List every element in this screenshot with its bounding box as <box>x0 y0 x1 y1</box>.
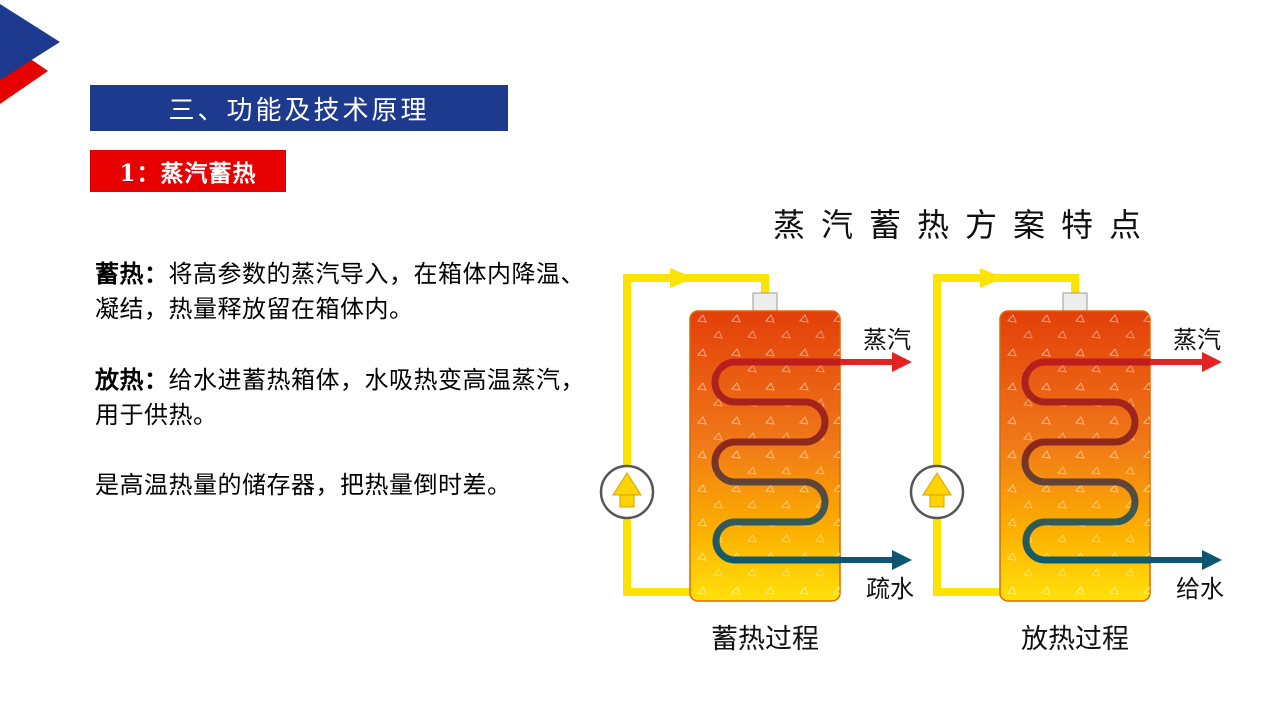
drain-label: 疏水 <box>866 575 914 603</box>
corner-blue-chevron-icon <box>0 4 60 80</box>
steam-label: 蒸汽 <box>1173 326 1221 354</box>
tank-nozzle <box>752 292 778 314</box>
steam-arrow-icon <box>1202 352 1222 372</box>
paragraph-summary: 是高温热量的储存器，把热量倒时差。 <box>95 468 603 503</box>
diagram-title: 蒸汽蓄热方案特点 <box>772 206 1157 244</box>
tank-nozzle <box>1062 292 1088 314</box>
paragraph-summary-text: 是高温热量的储存器，把热量倒时差。 <box>95 471 512 499</box>
steam-arrow-icon <box>892 352 912 372</box>
feedwater-label: 给水 <box>1176 575 1224 603</box>
pump-arrow-icon <box>612 472 642 508</box>
steam-label: 蒸汽 <box>863 326 911 354</box>
release-process-diagram: 蒸汽 给水 放热过程 <box>909 268 1224 655</box>
circulation-pipe <box>623 274 769 596</box>
release-process-caption: 放热过程 <box>1021 624 1129 655</box>
paragraph-release-lead: 放热： <box>95 365 169 394</box>
paragraph-storage-lead: 蓄热： <box>95 259 169 288</box>
paragraph-release-text: 给水进蓄热箱体，水吸热变高温蒸汽，用于供热。 <box>95 366 585 429</box>
storage-process-caption: 蓄热过程 <box>711 624 819 655</box>
section-title: 三、功能及技术原理 <box>168 95 430 126</box>
topic-badge: 1：蒸汽蓄热 <box>90 150 286 192</box>
drain-arrow-icon <box>892 550 912 570</box>
heat-exchanger-coil <box>1021 358 1154 564</box>
heat-exchanger-coil <box>711 358 844 564</box>
topic-badge-label: 1：蒸汽蓄热 <box>119 160 257 187</box>
steam-heat-storage-diagram: 蒸汽 疏水 蓄热过程 蒸汽 给水 放热过程 <box>599 268 1224 655</box>
corner-decoration-icon <box>0 4 60 104</box>
pipe-flow-arrow-icon <box>980 268 1004 288</box>
paragraph-release: 放热：给水进蓄热箱体，水吸热变高温蒸汽，用于供热。 <box>95 362 603 433</box>
feedwater-arrow-icon <box>1202 550 1222 570</box>
paragraph-storage: 蓄热：将高参数的蒸汽导入，在箱体内降温、凝结，热量释放留在箱体内。 <box>95 256 603 327</box>
storage-process-diagram: 蒸汽 疏水 蓄热过程 <box>599 268 914 655</box>
tank-texture <box>690 311 840 601</box>
circulation-pipe <box>933 274 1079 596</box>
pipe-flow-arrow-icon <box>670 268 694 288</box>
section-banner: 三、功能及技术原理 <box>90 85 508 131</box>
tank-texture <box>1000 311 1150 601</box>
pump-arrow-icon <box>922 472 952 508</box>
paragraph-storage-text: 将高参数的蒸汽导入，在箱体内降温、凝结，热量释放留在箱体内。 <box>95 260 585 323</box>
